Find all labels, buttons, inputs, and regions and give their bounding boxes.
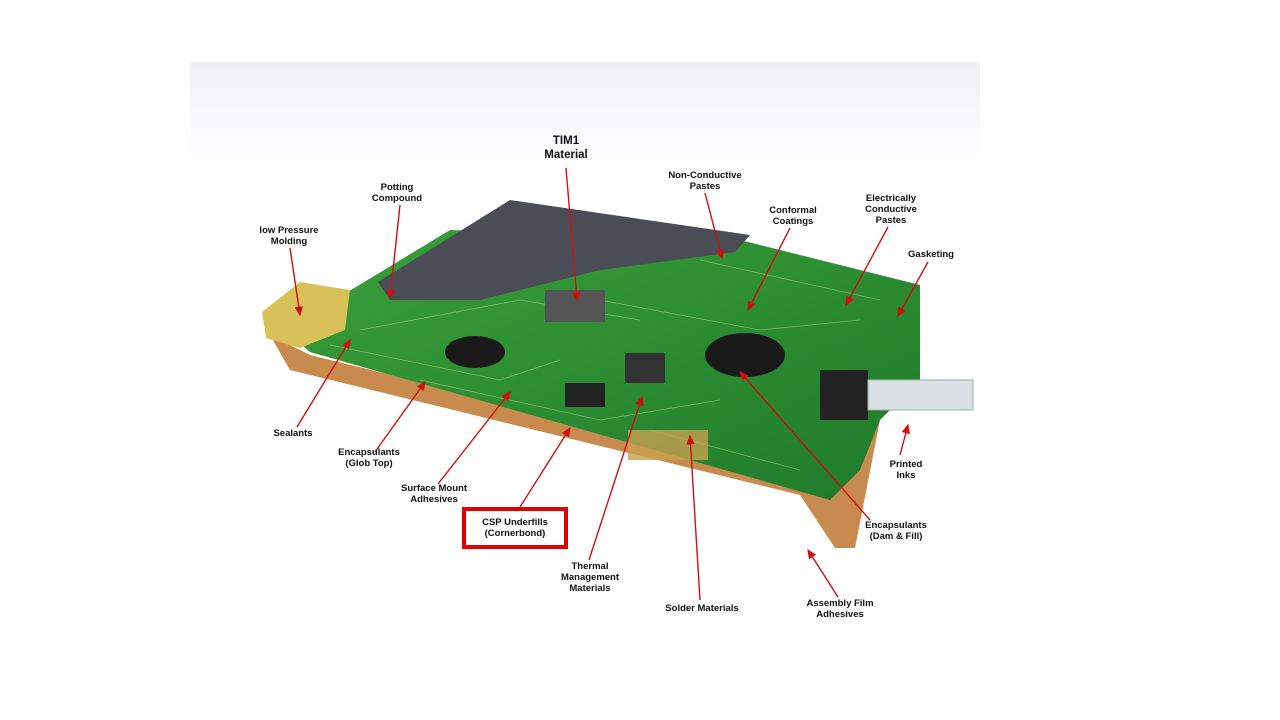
chip-heatsink: [625, 353, 665, 383]
heatsink-cover: [378, 200, 750, 300]
connector: [820, 370, 868, 420]
molding-block: [262, 282, 350, 348]
label-solder-materials: Solder Materials: [665, 603, 739, 614]
callout-arrows: [289, 167, 929, 601]
edge-connector-pads: [628, 430, 708, 460]
label-gasketing: Gasketing: [908, 249, 954, 260]
glob-top-blob: [445, 336, 505, 368]
highlight-box: [462, 507, 568, 549]
chip-cpu: [545, 290, 605, 322]
label-csp-underfills: CSP Underfills(Cornerbond): [482, 517, 548, 539]
chip-csp: [565, 383, 605, 407]
label-encapsulants-dam-fill: Encapsulants(Dam & Fill): [865, 520, 927, 542]
label-sealants: Sealants: [273, 428, 313, 439]
label-encapsulants-glob-top: Encapsulants(Glob Top): [338, 447, 400, 469]
ribbon-cable: [867, 379, 974, 411]
background-pattern: [190, 62, 980, 180]
dam-fill-blob: [705, 333, 785, 377]
